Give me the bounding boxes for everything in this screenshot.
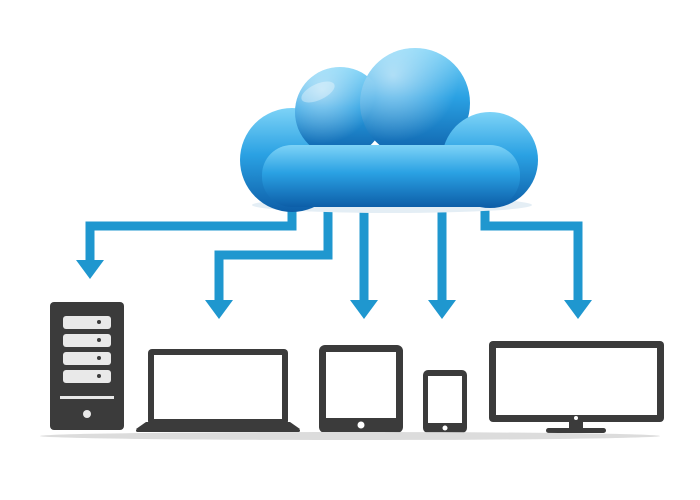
arrow-to-laptop [205, 205, 333, 319]
arrow-to-server [76, 205, 297, 279]
connector-arrows [76, 205, 592, 319]
server-tower-icon [50, 302, 124, 430]
devices [40, 302, 664, 440]
arrow-to-tablet [350, 205, 378, 319]
arrow-to-monitor [480, 205, 592, 319]
tablet-icon [319, 345, 403, 433]
arrow-to-smartphone [428, 205, 456, 319]
smartphone-icon [423, 370, 467, 433]
cloud-icon [240, 48, 538, 213]
monitor-icon [489, 341, 664, 433]
floor-shadow [40, 432, 660, 440]
laptop-icon [136, 349, 300, 432]
